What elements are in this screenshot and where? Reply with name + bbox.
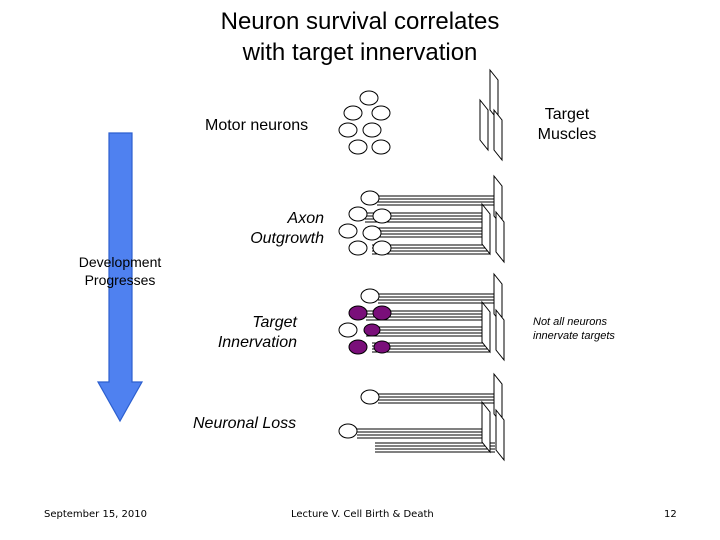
innervated-neuron: [363, 323, 381, 337]
footer-lecture: Lecture V. Cell Birth & Death: [291, 509, 434, 520]
slide-title: Neuron survival correlates with target i…: [0, 6, 720, 68]
label-axon-outgrowth-line1: Axon: [287, 210, 324, 227]
title-line-1: Neuron survival correlates: [220, 8, 500, 35]
neuron-cell: [338, 322, 358, 338]
neuron-cell: [338, 122, 358, 138]
neuron-cell: [360, 389, 380, 405]
neuron-cell: [348, 206, 368, 222]
muscle-fiber: [481, 400, 491, 454]
label-development-line2: Progresses: [84, 272, 156, 288]
neuron-cell: [371, 105, 391, 121]
stage-motor-neurons: [338, 90, 391, 155]
label-target-innervation-line2: Innervation: [217, 334, 297, 351]
neuron-cell: [338, 223, 358, 239]
innervated-neuron: [372, 305, 392, 321]
stage-target-muscles: [479, 68, 503, 162]
label-target-muscles-line1: Target: [544, 106, 590, 123]
label-axon-outgrowth-line2: Outgrowth: [250, 230, 324, 247]
muscle-fiber: [495, 210, 505, 264]
neuron-cell: [348, 139, 368, 155]
muscle-fiber: [479, 98, 489, 152]
neuron-cell: [362, 225, 382, 241]
neuron-cell: [371, 139, 391, 155]
muscle-fiber: [493, 108, 503, 162]
title-line-2: with target innervation: [242, 39, 478, 66]
label-target-muscles: Target Muscles: [524, 105, 610, 145]
label-neuronal-loss: Neuronal Loss: [193, 415, 297, 432]
footer-page-number: 12: [664, 509, 677, 520]
label-axon-outgrowth: Axon Outgrowth: [204, 209, 324, 249]
label-target-innervation-line1: Target: [252, 314, 297, 331]
label-target-muscles-line2: Muscles: [537, 126, 597, 143]
label-not-all-line1: Not all neurons: [533, 316, 607, 328]
innervated-neuron: [373, 340, 391, 354]
muscle-fiber: [481, 202, 491, 256]
neuron-cell: [360, 288, 380, 304]
muscle-fiber: [495, 308, 505, 362]
stage-axon-outgrowth: [338, 174, 505, 264]
neuron-cell: [372, 208, 392, 224]
muscle-fiber: [481, 300, 491, 354]
neuron-cell: [360, 190, 380, 206]
neuron-cell: [348, 240, 368, 256]
label-motor-neurons: Motor neurons: [205, 117, 309, 134]
label-not-all-line2: innervate targets: [533, 330, 615, 342]
muscle-fiber: [495, 408, 505, 462]
neuron-cell: [372, 240, 392, 256]
label-development-line1: Development: [78, 254, 162, 270]
stage-target-innervation: [338, 272, 505, 362]
neuron-cell: [343, 105, 363, 121]
stage-neuronal-loss: [338, 372, 505, 462]
label-development-progresses: Development Progresses: [68, 253, 172, 289]
innervated-neuron: [348, 305, 368, 321]
label-target-innervation: Target Innervation: [180, 313, 297, 353]
footer-date: September 15, 2010: [44, 509, 147, 520]
development-arrow: [96, 132, 144, 423]
innervated-neuron: [348, 339, 368, 355]
neuron-cell: [362, 122, 382, 138]
neuron-cell: [359, 90, 379, 106]
label-not-all-neurons: Not all neurons innervate targets: [533, 315, 615, 343]
neuron-cell: [338, 423, 358, 439]
